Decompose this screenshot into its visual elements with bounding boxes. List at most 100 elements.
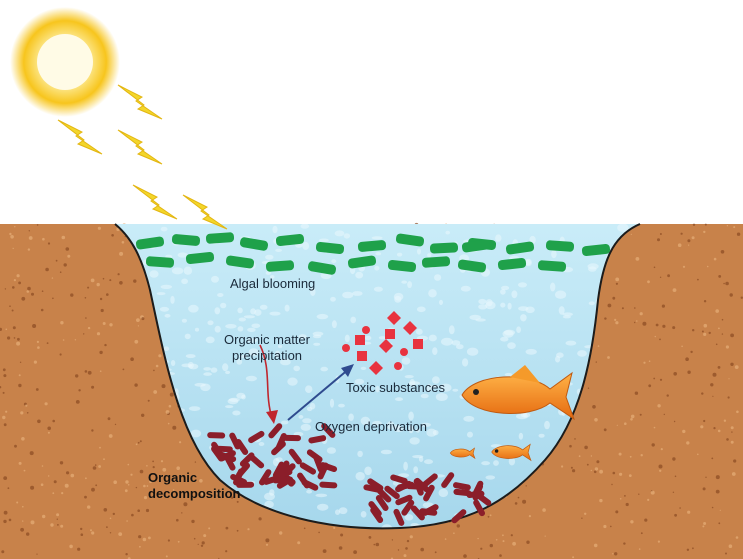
organic-matter-line2: precipitation [231,348,303,363]
bacteria-rod [423,484,435,502]
toxic-particle [403,321,417,335]
bacteria-rod [236,462,251,478]
toxic-particle [357,351,367,361]
bacteria-rod [218,451,237,463]
bacteria-rod [268,423,283,439]
bacteria-rod [384,485,400,500]
algae-cell [461,239,491,253]
organic-decomposition-line2: decomposition [148,486,241,501]
lightning-icon [117,129,163,165]
bacteria-rod [207,432,226,439]
bacteria-rod [393,508,405,526]
algae-cell [505,241,535,255]
toxic-particle [342,344,350,352]
algae-cell [347,255,377,269]
algae-cell [275,233,305,247]
algae-cell [239,237,269,251]
toxic-particle [362,326,370,334]
toxic-particle [385,329,395,339]
bacteria-rod [422,504,439,516]
bacteria-rod [274,469,293,479]
toxic-release-arrow [287,364,354,421]
bacteria-rod [368,501,382,517]
algal-blooming-label: Algal blooming [230,276,316,291]
algae-cell [581,243,611,257]
bacteria-rod [475,492,492,506]
bacteria-rod [390,474,408,485]
algae-cell [265,260,295,272]
fish-icon [461,365,575,421]
toxic-particle [400,348,408,356]
bacteria-rod [395,494,413,506]
algae-cell [185,251,215,265]
bacteria-rod [414,477,430,493]
fish-icon [491,443,532,462]
organic-matter-precipitation-label: Organic matter precipitation [212,332,322,364]
bacteria-rod [214,445,233,453]
bacteria-cluster-bottom [363,472,492,526]
bacteria-cluster-left [207,423,338,491]
bacteria-rod [396,481,415,491]
lightning-icon [57,119,103,155]
algae-cell [387,259,417,273]
sun-icon [10,7,120,117]
bacteria-rod [319,481,338,489]
sunlight-lightning-group [57,84,228,230]
bacteria-rod [229,432,241,450]
lightning-icon [117,84,163,120]
bacteria-rod [249,454,265,469]
bacteria-rod [376,488,392,503]
bacteria-rod [259,469,272,486]
lightning-icon [132,184,178,220]
lightning-icon [182,194,228,230]
algae-cell [205,232,235,244]
algae-cell [537,260,567,272]
bacteria-rod [301,479,319,491]
bacteria-rod [272,461,285,479]
toxic-particle [379,339,393,353]
organic-decomposition-line1: Organic [148,470,198,485]
algae-cell [315,241,345,255]
toxic-substances-cluster [342,311,423,375]
bacteria-rod [367,478,384,491]
toxic-particle [394,362,402,370]
toxic-particle [387,311,401,325]
fish-icon [449,447,476,460]
bacteria-rod [230,473,248,486]
algae-cell [421,256,451,268]
algae-cell [171,234,201,246]
bacteria-rod [211,445,225,462]
algae-cell [457,259,487,273]
toxic-particle [413,339,423,349]
algae-cell [497,257,527,271]
algae-cell [395,233,425,247]
organic-matter-line1: Organic matter [224,332,310,347]
toxic-particle [369,361,383,375]
bacteria-rod [473,499,486,517]
bacteria-rod [375,495,389,511]
bacteria-rod [422,473,438,487]
bacteria-rod [283,434,301,442]
bacteria-rod [453,482,471,491]
algae-cell [307,261,337,275]
toxic-particle [355,335,365,345]
bacteria-rod [299,462,317,475]
algae-cell [225,255,255,269]
bacteria-rod [451,509,467,524]
algae-cell [545,240,575,252]
bacteria-rod [271,441,286,456]
bacteria-rod [401,499,415,516]
oxygen-deprivation-label: Oxygen deprivation [315,419,428,434]
algae-cell [135,236,165,250]
toxic-substances-label: Toxic substances [346,380,445,395]
bacteria-rod [308,435,327,444]
precipitation-arrow [259,344,278,424]
bacteria-rod [321,423,336,438]
bacteria-rod [288,448,302,465]
bacteria-rod [441,472,455,488]
bacteria-rod [248,430,265,444]
algae-cell [145,256,175,268]
algae-cell [357,240,387,252]
